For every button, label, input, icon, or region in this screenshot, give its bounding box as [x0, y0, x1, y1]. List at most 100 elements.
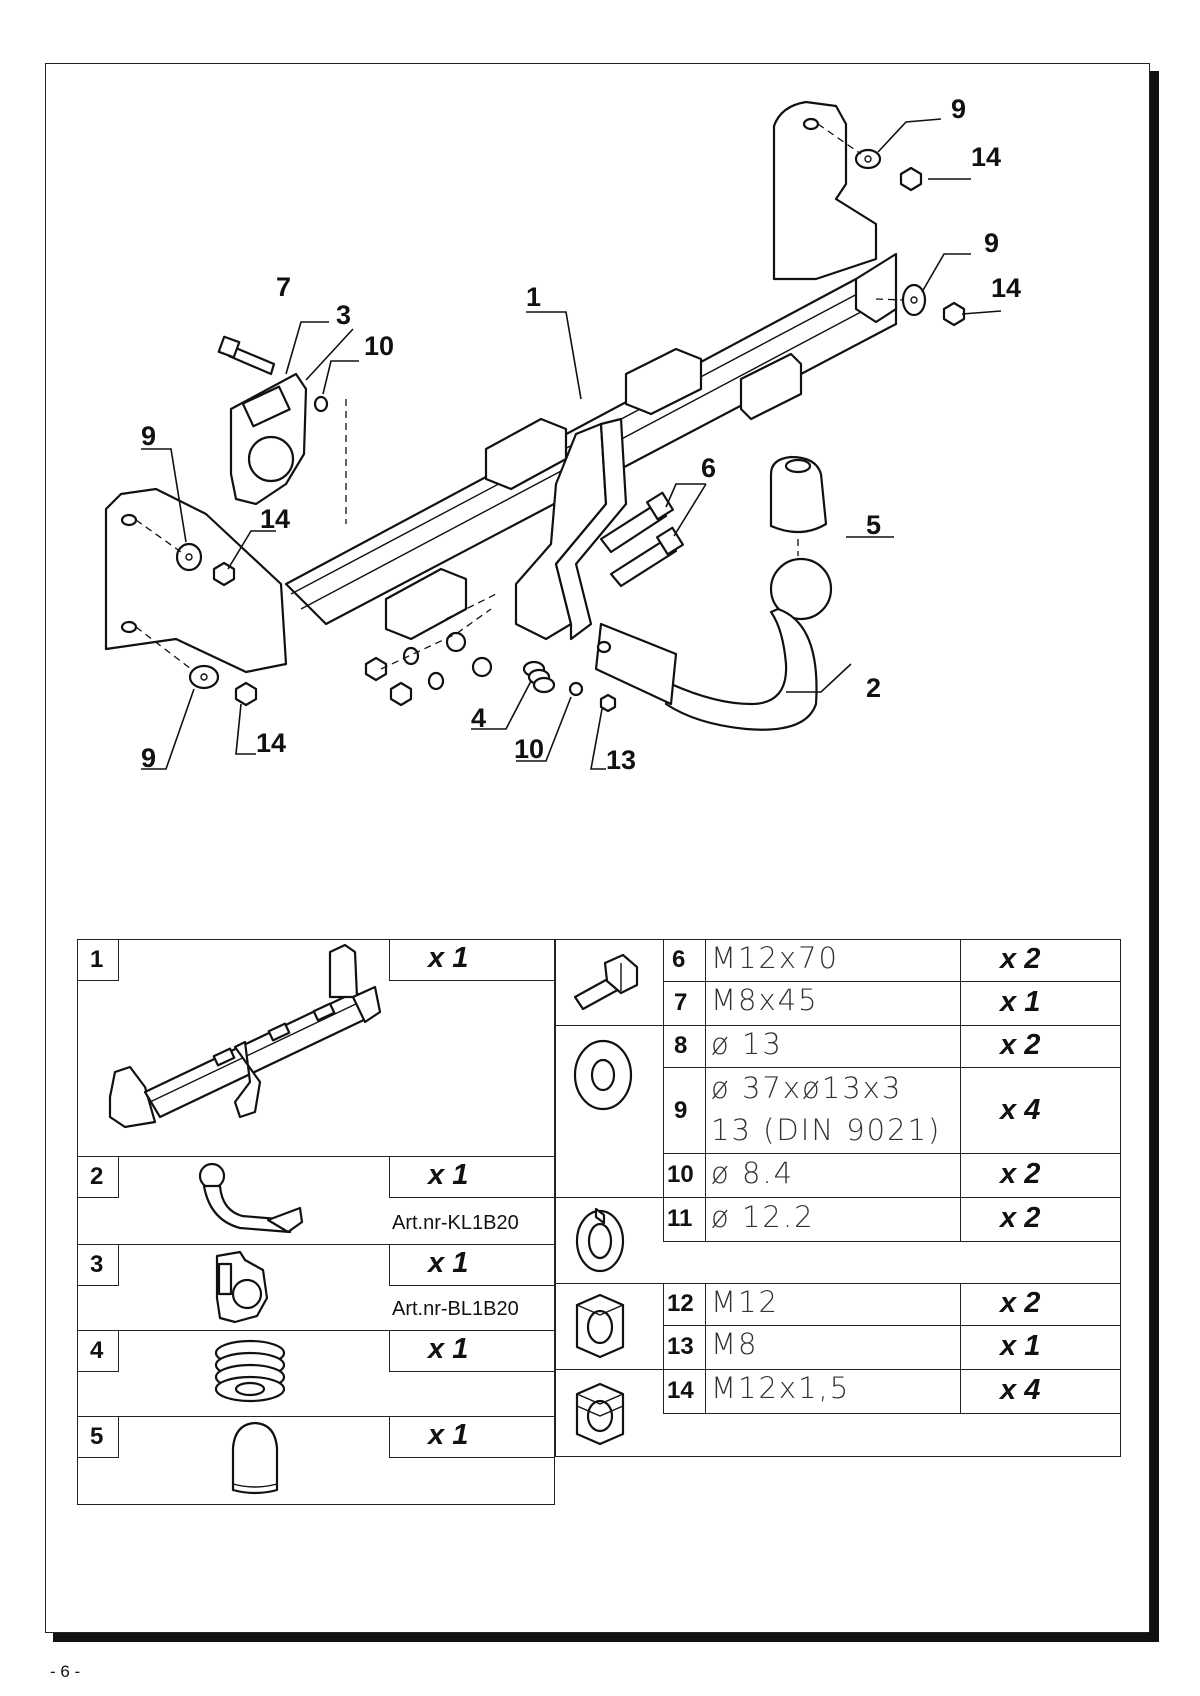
part-13-spec: M8 [711, 1327, 759, 1361]
part-11-spec-cell [705, 1197, 961, 1242]
part-10-spec: ø 8.4 [711, 1156, 795, 1190]
part-13-number: 13 [667, 1333, 694, 1360]
part-2-qty: x 1 [428, 1159, 469, 1191]
ball-neck-icon [198, 1162, 304, 1234]
part-6-spec: M12x70 [711, 941, 839, 975]
label-14-bottom-left: 14 [256, 728, 286, 758]
part-9-spec-din: 13 (DIN 9021) [711, 1113, 942, 1147]
part-14-number-cell [663, 1369, 706, 1414]
label-1: 1 [526, 282, 541, 312]
spring-washer-stack-icon [214, 1339, 286, 1403]
frame-shadow-bottom [53, 1633, 1159, 1642]
part-7-qty-cell [960, 981, 1121, 1026]
neck-bracket [514, 417, 628, 641]
part-12-qty: x 2 [1000, 1287, 1041, 1319]
part-8-number: 8 [674, 1032, 688, 1059]
part-8-qty-cell [960, 1025, 1121, 1068]
part-12-number-cell [663, 1283, 706, 1326]
label-6: 6 [701, 453, 716, 483]
part-3-number: 3 [90, 1251, 104, 1278]
ball-cap [769, 455, 828, 534]
part-5-qty: x 1 [428, 1419, 469, 1451]
part-4-qty: x 1 [428, 1333, 469, 1365]
part-3-qty: x 1 [428, 1247, 469, 1279]
label-5: 5 [866, 510, 881, 540]
part-9-qty: x 4 [1000, 1094, 1041, 1126]
left-side-plate [104, 487, 288, 674]
crossbar-clips [384, 347, 803, 641]
bolts-m12x70 [599, 491, 685, 588]
part-5-number-cell [77, 1416, 119, 1458]
part-3-article-number: Art.nr-BL1B20 [392, 1298, 519, 1320]
part-10-qty-cell [960, 1153, 1121, 1198]
part-9-number: 9 [674, 1097, 688, 1124]
label-10-bottom: 10 [514, 734, 544, 764]
part-2-number: 2 [90, 1163, 104, 1190]
label-9-top-right: 9 [951, 94, 966, 124]
part-1-qty: x 1 [428, 942, 469, 974]
part-6-qty-cell [960, 939, 1121, 982]
part-7-spec: M8x45 [711, 983, 819, 1017]
part-12-spec: M12 [711, 1285, 779, 1319]
exploded-assembly-diagram: 9 14 9 14 1 7 3 10 9 14 6 5 2 9 14 4 10 … [104, 94, 1021, 775]
ball-cap-icon [231, 1421, 279, 1495]
part-8-spec-cell [705, 1025, 961, 1068]
label-4: 4 [471, 703, 486, 733]
part-2-qty-cell [389, 1156, 555, 1198]
part-1-qty-cell [389, 939, 555, 981]
label-3: 3 [336, 300, 351, 330]
crossbar-thumbnail-icon [108, 943, 382, 1129]
part-6-number-cell [663, 939, 706, 982]
label-14-top-right: 14 [971, 142, 1001, 172]
part-2-article-number: Art.nr-KL1B20 [392, 1212, 519, 1234]
part-1-number-cell [77, 939, 119, 981]
label-14-right: 14 [991, 273, 1021, 303]
part-6-qty: x 2 [1000, 943, 1041, 975]
part-14-spec: M12x1,5 [711, 1371, 851, 1405]
part-10-number: 10 [667, 1161, 694, 1188]
frame-shadow-right [1150, 71, 1159, 1641]
label-9-right: 9 [984, 228, 999, 258]
assembly-lines [135, 123, 905, 670]
ball-neck [594, 557, 833, 731]
flat-washer-icon [573, 1039, 633, 1111]
label-7: 7 [276, 272, 291, 302]
part-9-spec: ø 37xø13x3 [711, 1071, 903, 1105]
part-8-qty: x 2 [1000, 1029, 1041, 1061]
socket-plate [229, 372, 308, 506]
bolt-icon [573, 953, 639, 1011]
part-7-number: 7 [674, 989, 688, 1016]
part-14-qty: x 4 [1000, 1374, 1041, 1406]
part-12-number: 12 [667, 1290, 694, 1317]
part-9-qty-cell [960, 1067, 1121, 1154]
part-9-spec-cell [705, 1067, 961, 1154]
lock-nut-icon [575, 1382, 625, 1446]
part-13-qty: x 1 [1000, 1330, 1041, 1362]
part-7-qty: x 1 [1000, 986, 1041, 1018]
socket-plate-icon [215, 1250, 269, 1324]
split-washer-icon [575, 1207, 625, 1273]
part-14-spec-cell [705, 1369, 961, 1414]
part-5-qty-cell [389, 1416, 555, 1458]
part-6-spec-cell [705, 939, 961, 982]
part-14-qty-cell [960, 1369, 1121, 1414]
part-11-qty-cell [960, 1197, 1121, 1242]
part-8-spec: ø 13 [711, 1027, 783, 1061]
part-2-number-cell [77, 1156, 119, 1198]
part-12-qty-cell [960, 1283, 1121, 1326]
label-2: 2 [866, 673, 881, 703]
part-10-qty: x 2 [1000, 1158, 1041, 1190]
part-1-number: 1 [90, 946, 104, 973]
part-4-number-cell [77, 1330, 119, 1372]
part-13-qty-cell [960, 1325, 1121, 1370]
label-13: 13 [606, 745, 636, 775]
part-6-number: 6 [672, 946, 686, 973]
right-side-plate [772, 100, 878, 281]
label-9-left: 9 [141, 421, 156, 451]
part-10-number-cell [663, 1153, 706, 1198]
part-14-number: 14 [667, 1377, 694, 1404]
label-10-top: 10 [364, 331, 394, 361]
spring-washer-stack [522, 660, 556, 694]
part-11-number: 11 [667, 1205, 693, 1232]
leader-lines [141, 118, 1002, 770]
